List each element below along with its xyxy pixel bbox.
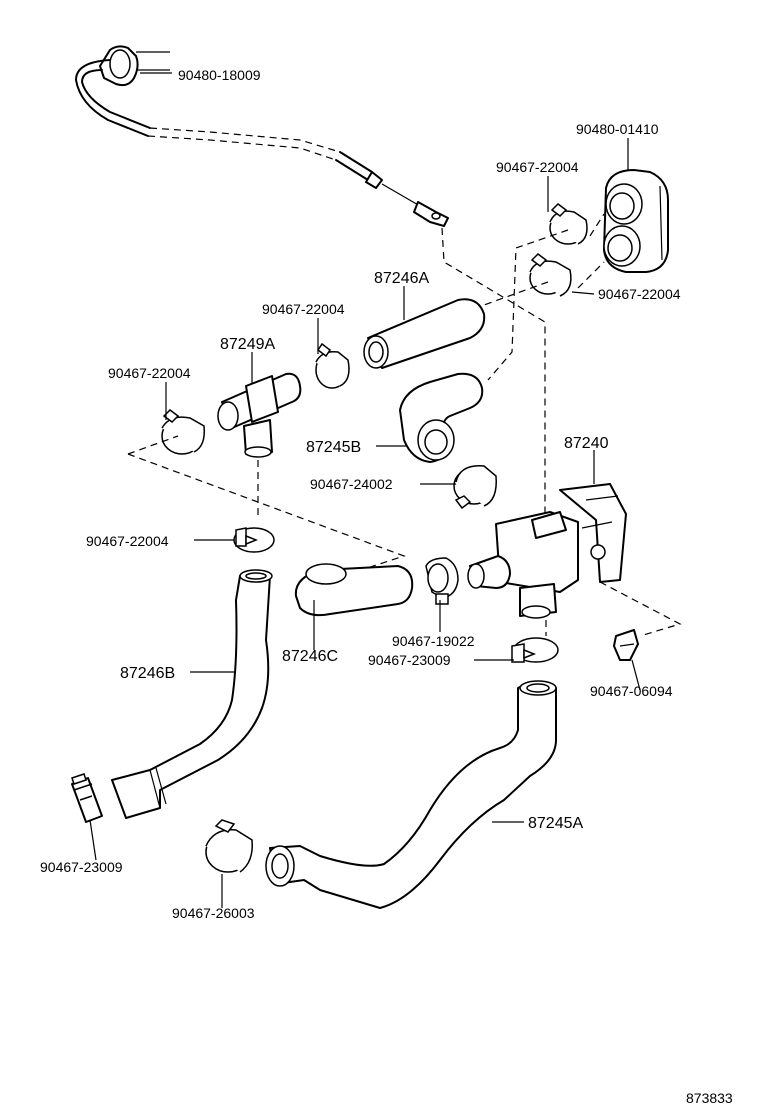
label-87240: 87240: [564, 435, 609, 452]
label-90467-22004-c: 90467-22004: [262, 301, 345, 317]
figure-number: 873833: [686, 1090, 733, 1106]
hose-clamp-mid: [315, 342, 350, 389]
label-87246A: 87246A: [374, 270, 429, 287]
label-90467-22004-e: 90467-22004: [86, 533, 169, 549]
label-87245B: 87245B: [306, 439, 361, 456]
spring-clamp-lower-left: [71, 773, 103, 823]
hose-clamp-left: [161, 409, 206, 455]
label-90467-19022: 90467-19022: [392, 633, 475, 649]
water-valve-87240: [467, 483, 627, 619]
clip-fastener: [613, 629, 639, 661]
hose-clamp-upper-1: [549, 203, 588, 245]
valve-control-cable: [75, 45, 546, 520]
label-90480-01410: 90480-01410: [576, 121, 659, 137]
hose-clamp-upper-2: [529, 253, 572, 297]
hose-clamp-26003: [205, 819, 253, 873]
spring-clamp-left: [233, 527, 275, 553]
label-90480-18009: 90480-18009: [178, 67, 261, 83]
label-90467-24002: 90467-24002: [310, 476, 393, 492]
hose-87245A: [265, 680, 557, 909]
label-90467-26003: 90467-26003: [172, 905, 255, 921]
spring-clamp-mid: [511, 637, 559, 663]
part-number-labels: 90480-18009 90480-01410 90467-22004 9046…: [40, 67, 733, 1106]
label-90467-22004-d: 90467-22004: [108, 365, 191, 381]
hose-87245B: [399, 372, 484, 463]
hose-87246A: [363, 298, 486, 369]
label-90467-22004-a: 90467-22004: [496, 159, 579, 175]
label-87245A: 87245A: [528, 815, 583, 832]
double-grommet: [603, 169, 669, 273]
hose-clamp-valve: [425, 557, 459, 605]
label-87249A: 87249A: [220, 336, 275, 353]
label-90467-23009-a: 90467-23009: [368, 652, 451, 668]
label-90467-06094: 90467-06094: [590, 683, 673, 699]
label-90467-23009-b: 90467-23009: [40, 859, 123, 875]
label-90467-22004-b: 90467-22004: [598, 286, 681, 302]
hose-clamp-24002: [453, 465, 497, 510]
tee-fitting-87249A: [217, 372, 302, 458]
leader-lines: [89, 72, 641, 908]
hose-87246B: [111, 569, 273, 819]
label-87246B: 87246B: [120, 665, 175, 682]
label-87246C: 87246C: [282, 648, 338, 665]
hose-87246C: [294, 563, 414, 617]
